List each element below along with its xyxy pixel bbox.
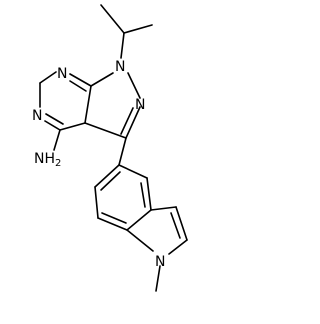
atom-amine: NH2: [34, 151, 61, 169]
bond-c7a-n7: [69, 73, 92, 87]
bond-c3ai-c7ai: [126, 209, 152, 231]
bond-c6i-c5-inner: [100, 171, 121, 191]
bond-c3i-c2i: [175, 206, 188, 241]
bond-c3-c3a: [84, 122, 127, 139]
bond-c7ai-c7i: [97, 217, 128, 231]
bond-c3-c5indole: [118, 137, 127, 166]
bond-n1-n2: [127, 72, 141, 99]
bond-n1i-c7ai: [126, 229, 154, 252]
bond-c4-c3a: [59, 122, 86, 131]
atom-n2: N: [135, 97, 145, 113]
bond-c2i-n1i: [168, 239, 188, 255]
amine-label: NH: [34, 151, 55, 167]
bond-c6i-c5: [94, 164, 120, 188]
bond-n5-c4: [44, 120, 61, 131]
atom-n5: N: [32, 108, 42, 124]
amine-subscript: 2: [55, 158, 61, 169]
atom-n-indole: N: [155, 254, 165, 270]
bond-c7a-n7-inner: [69, 80, 87, 92]
bond-isopropyl-b: [123, 24, 153, 34]
bond-n2-c3-inner: [120, 107, 134, 135]
bond-c3a-c7a: [84, 85, 92, 124]
atom-n1: N: [115, 59, 125, 75]
bond-c7i-c6i: [94, 186, 99, 219]
bond-n5-c4-inner: [45, 113, 64, 125]
bond-c5-c4i: [118, 164, 148, 179]
bond-isopropyl-a: [100, 4, 125, 34]
bond-c4i-c3ai: [146, 177, 152, 211]
bond-n2-c3: [125, 106, 141, 139]
molecule-structure: N N N N NH2 N: [32, 4, 188, 292]
structure-canvas: N N N N NH2 N: [32, 4, 188, 292]
bond-n1i-methyl: [155, 265, 161, 292]
bond-isopropyl-n: [120, 32, 125, 59]
bond-c4i-c3ai-inner: [140, 182, 146, 208]
bond-c4-nh2: [53, 129, 61, 151]
bond-c7ai-c7i-inner: [101, 212, 127, 224]
bond-c3i-c2i-inner: [170, 212, 181, 239]
bond-c3ai-c3i: [150, 206, 177, 211]
bond-n7-c6: [39, 71, 57, 84]
bond-n1-c7a: [90, 72, 114, 87]
atom-n7: N: [57, 66, 67, 82]
